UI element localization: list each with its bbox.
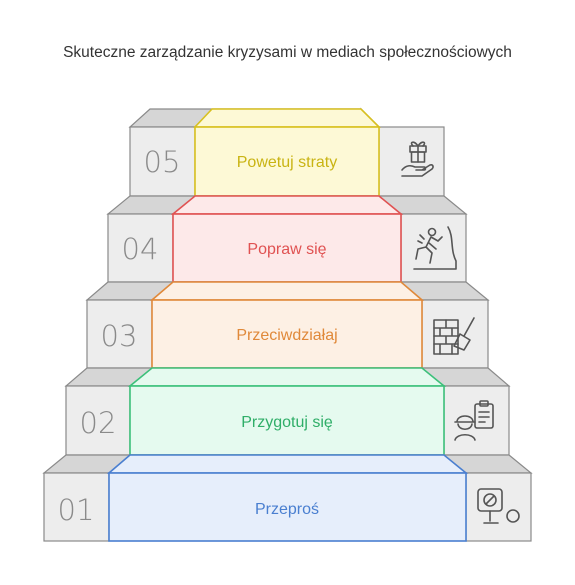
step-02: 02 Przygotuj się <box>64 367 511 456</box>
step-05: 05 Powetuj straty <box>128 107 445 197</box>
step-label-03: Przeciwdziałaj <box>236 327 337 344</box>
step-label-04: Popraw się <box>247 241 326 258</box>
step-number-05: 05 <box>144 145 181 179</box>
step-number-04: 04 <box>122 232 159 266</box>
step-03: 03 Przeciwdziałaj <box>85 281 490 369</box>
climber-icon <box>413 226 457 270</box>
step-number-03: 03 <box>101 319 138 353</box>
step-01: 01 Przeproś <box>42 454 533 542</box>
worker-clipboard-icon <box>454 400 494 441</box>
brick-wall-trowel-icon <box>433 317 475 355</box>
step-label-05: Powetuj straty <box>237 154 337 171</box>
gift-hand-icon <box>401 141 434 177</box>
step-label-02: Przygotuj się <box>241 414 333 431</box>
diagram-title: Skuteczne zarządzanie kryzysami w mediac… <box>63 44 512 61</box>
apology-note-icon <box>477 488 520 524</box>
step-number-02: 02 <box>80 406 117 440</box>
step-04: 04 Popraw się <box>106 195 468 283</box>
step-label-01: Przeproś <box>255 501 319 518</box>
step-number-01: 01 <box>58 493 95 527</box>
